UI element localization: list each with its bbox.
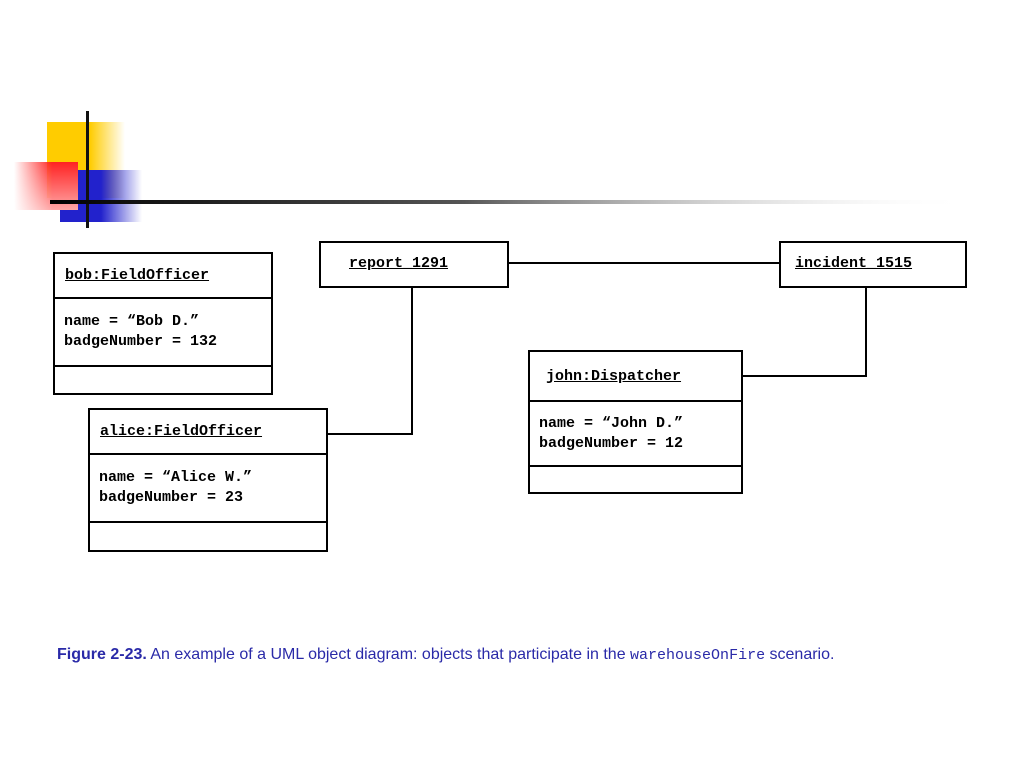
- deco-vertical-line: [86, 111, 89, 228]
- attribute: badgeNumber = 12: [539, 434, 684, 452]
- object-alice[interactable]: alice:FieldOfficer name = “Alice W.” bad…: [88, 408, 328, 552]
- object-name: incident_1515: [795, 255, 913, 272]
- attribute: name = “Bob D.”: [64, 313, 200, 330]
- attribute: name = “John D.”: [539, 414, 684, 432]
- figure-caption: Figure 2-23. An example of a UML object …: [57, 646, 834, 664]
- caption-code: warehouseOnFire: [630, 647, 766, 664]
- object-attributes: name = “Bob D.” badgeNumber = 132: [55, 299, 271, 367]
- attribute: name = “Alice W.”: [99, 469, 253, 486]
- object-name: john:Dispatcher: [530, 352, 741, 402]
- object-name: alice:FieldOfficer: [90, 410, 326, 455]
- object-attributes: name = “John D.” badgeNumber = 12: [530, 402, 741, 467]
- link-incident-john: [742, 287, 867, 377]
- attribute: badgeNumber = 132: [64, 333, 218, 350]
- object-bob[interactable]: bob:FieldOfficer name = “Bob D.” badgeNu…: [53, 252, 273, 395]
- link-report-alice: [327, 287, 413, 435]
- object-incident[interactable]: incident_1515: [779, 241, 967, 288]
- caption-label: Figure 2-23.: [57, 646, 147, 663]
- caption-text: An example of a UML object diagram: obje…: [150, 646, 626, 663]
- object-report[interactable]: report_1291: [319, 241, 509, 288]
- object-attributes: name = “Alice W.” badgeNumber = 23: [90, 455, 326, 523]
- caption-text-end: scenario.: [769, 646, 835, 663]
- attribute: badgeNumber = 23: [99, 489, 244, 506]
- object-name: report_1291: [349, 255, 449, 272]
- deco-horizontal-line: [50, 200, 970, 204]
- object-name: bob:FieldOfficer: [55, 254, 271, 299]
- object-john[interactable]: john:Dispatcher name = “John D.” badgeNu…: [528, 350, 743, 494]
- slide-decoration: [14, 111, 970, 228]
